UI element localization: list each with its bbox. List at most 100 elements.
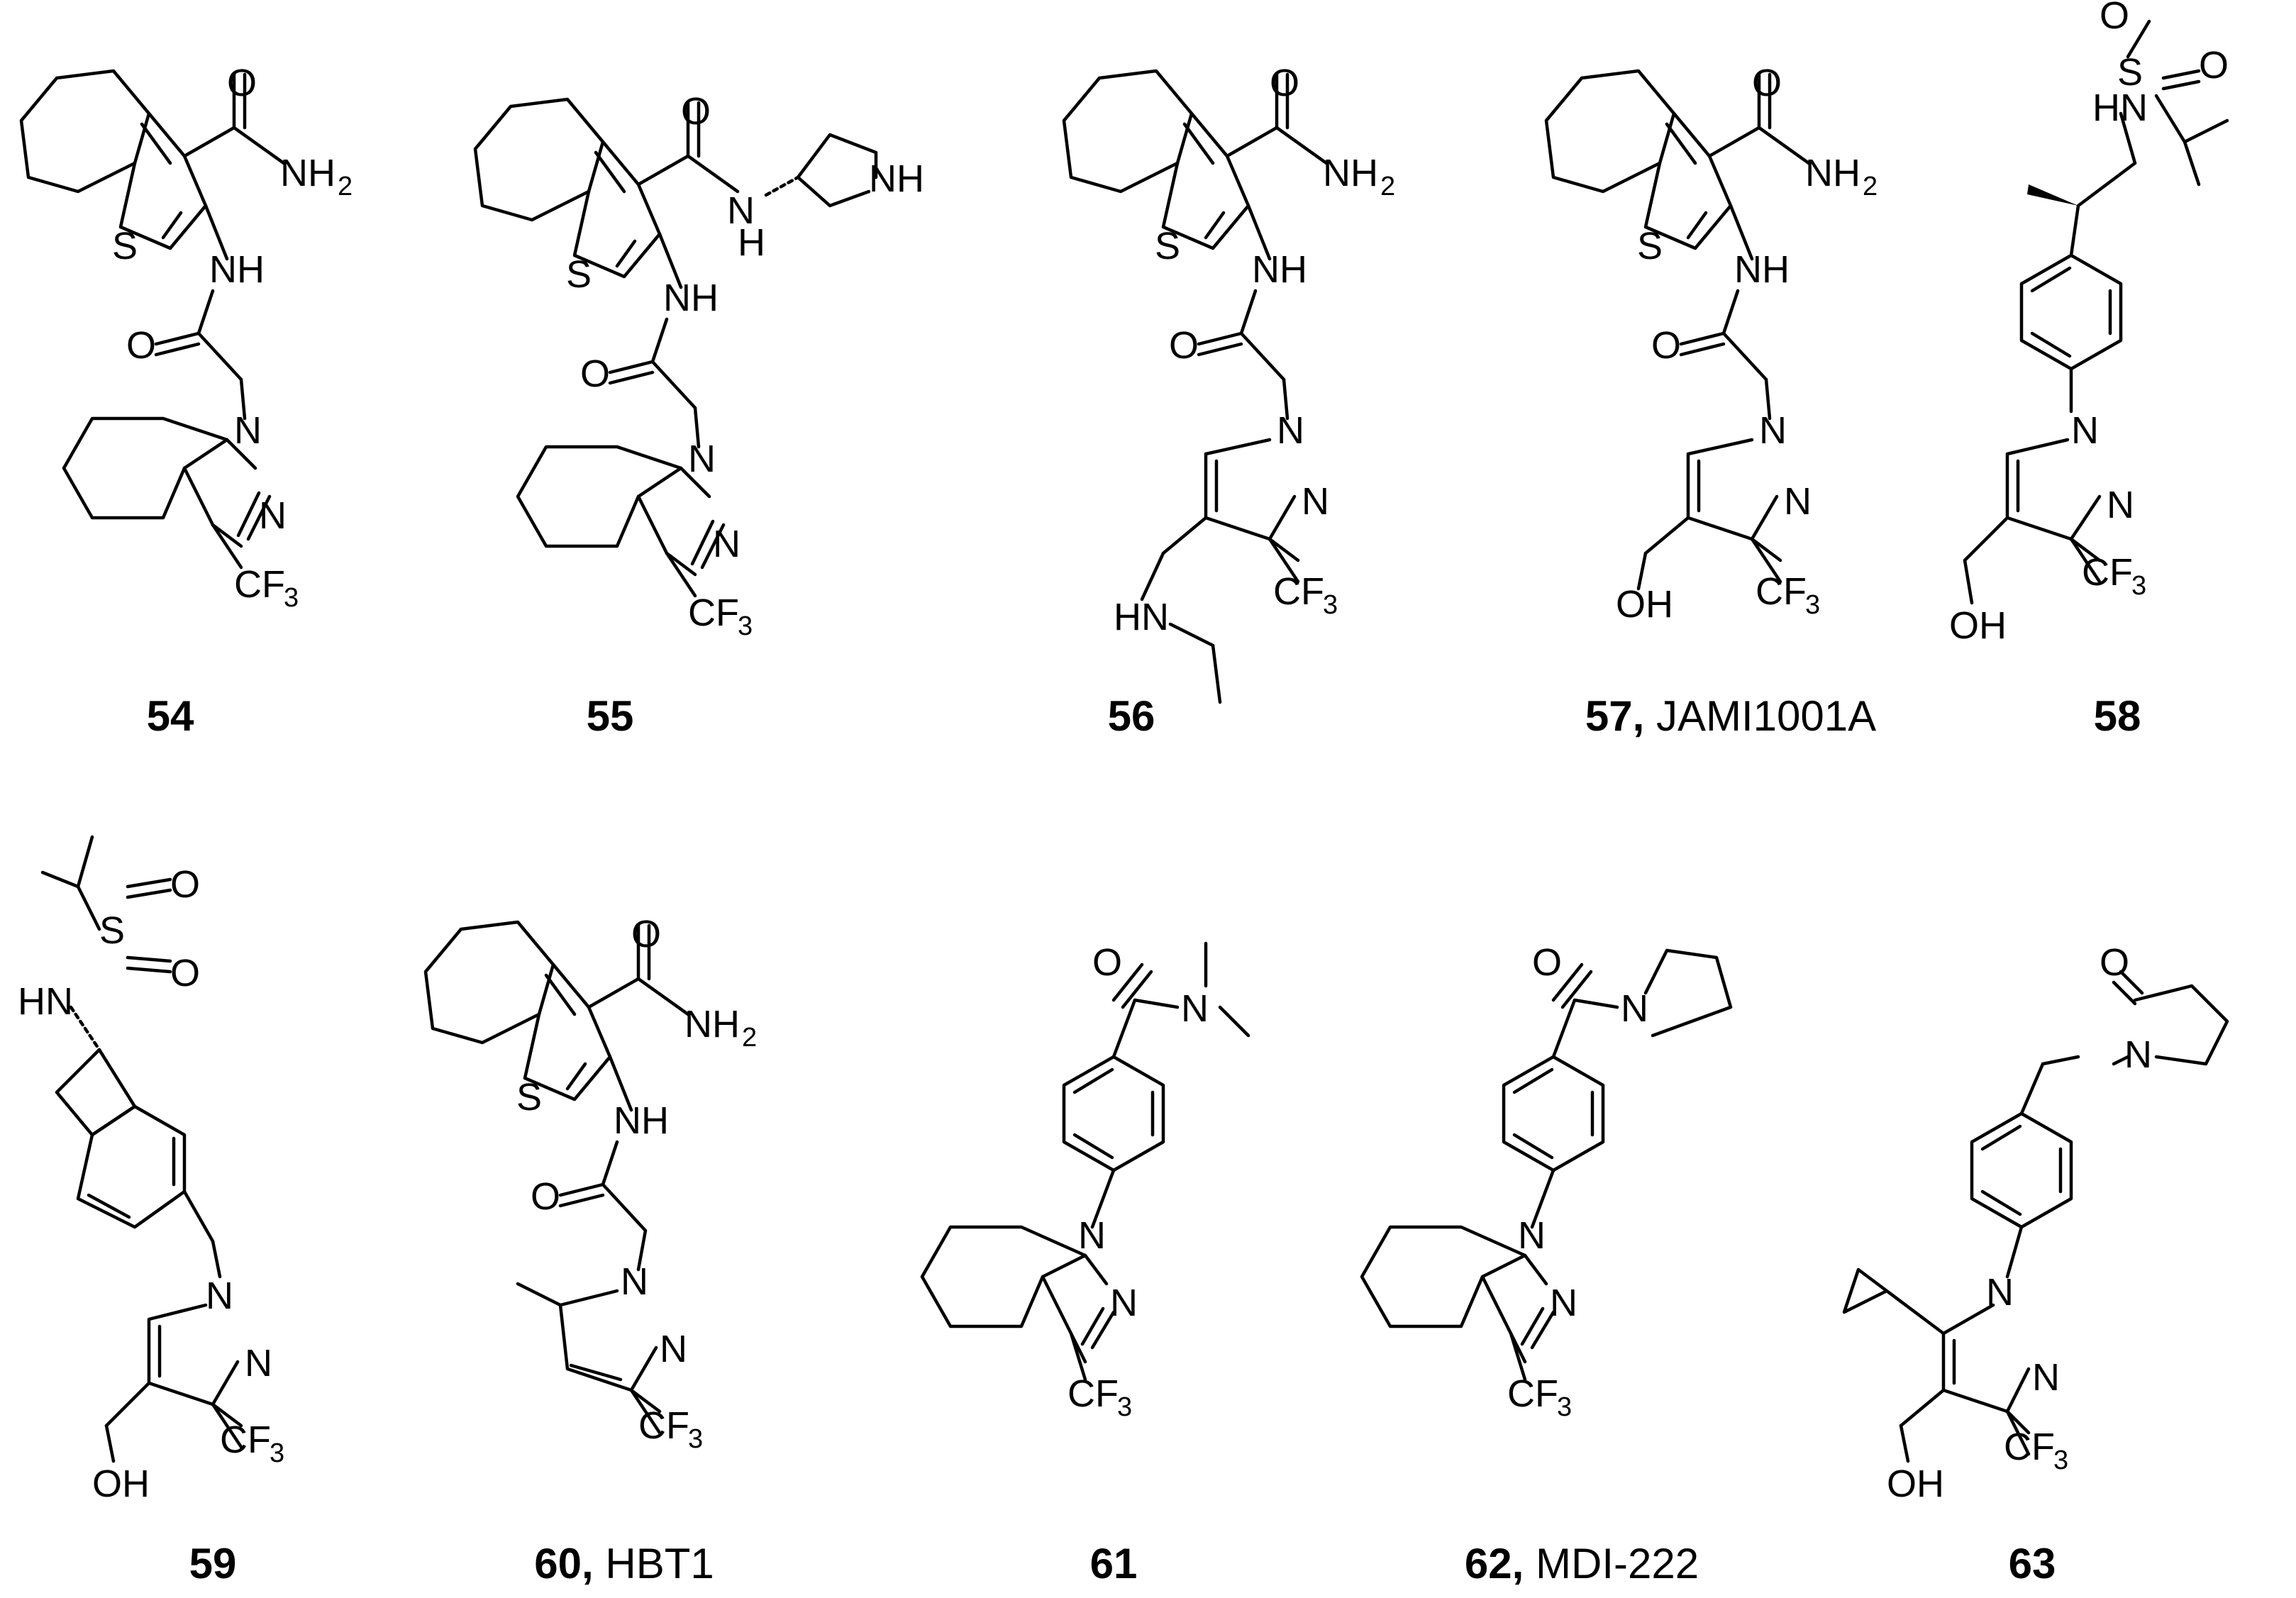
svg-text:O: O — [1752, 62, 1782, 104]
structure-54: O NH 2 S NH O N N CF 3 — [19, 62, 353, 613]
svg-text:N: N — [2071, 409, 2099, 452]
svg-text:N: N — [1784, 480, 1812, 523]
svg-text:OH: OH — [1949, 604, 2007, 647]
svg-text:N: N — [234, 409, 262, 452]
svg-text:2: 2 — [338, 172, 353, 201]
structure-62: O N N N CF 3 — [1360, 941, 1733, 1422]
svg-text:N: N — [1621, 987, 1648, 1030]
compound-label-55: 55 — [586, 692, 634, 740]
svg-text:CF: CF — [234, 563, 285, 606]
svg-text:N: N — [2032, 1356, 2060, 1399]
structure-57: O NH 2 S NH O N N CF 3 OH — [1544, 62, 1878, 626]
svg-text:N: N — [713, 523, 741, 565]
svg-text:S: S — [1637, 225, 1663, 267]
svg-text:3: 3 — [270, 1438, 284, 1468]
structure-63: O N N N CF 3 OH — [1842, 941, 2229, 1505]
structure-58: S O O HN N N CF 3 OH — [1949, 0, 2229, 647]
svg-text:N: N — [1277, 409, 1304, 452]
svg-text:O: O — [126, 324, 156, 367]
structure-61: O N N N CF 3 — [920, 941, 1250, 1422]
svg-text:3: 3 — [1805, 590, 1820, 620]
svg-text:N: N — [245, 1342, 272, 1385]
svg-text:O: O — [631, 913, 661, 955]
svg-text:N: N — [688, 438, 716, 480]
compound-label-58: 58 — [2093, 692, 2141, 740]
svg-text:CF: CF — [1756, 570, 1807, 613]
svg-text:N: N — [259, 494, 287, 537]
svg-text:N: N — [1078, 1214, 1106, 1257]
svg-text:NH: NH — [280, 152, 335, 194]
svg-text:3: 3 — [688, 1424, 703, 1454]
svg-text:O: O — [2199, 44, 2229, 87]
svg-text:S: S — [516, 1076, 542, 1119]
svg-text:3: 3 — [1557, 1392, 1572, 1422]
svg-text:S: S — [566, 253, 592, 296]
svg-text:N: N — [1518, 1214, 1546, 1257]
svg-text:O: O — [1169, 324, 1199, 367]
compound-label-63: 63 — [2008, 1540, 2056, 1587]
svg-text:NH: NH — [614, 1099, 669, 1142]
svg-text:O: O — [1532, 941, 1562, 984]
svg-text:O: O — [170, 863, 200, 906]
svg-text:NH: NH — [1323, 152, 1378, 194]
svg-text:O: O — [2100, 0, 2129, 37]
svg-text:N: N — [1181, 987, 1209, 1030]
svg-text:O: O — [531, 1175, 560, 1218]
structure-55: O N H NH S NH O N N CF 3 — [473, 90, 924, 641]
svg-text:S: S — [99, 909, 125, 952]
svg-text:O: O — [170, 952, 200, 994]
svg-text:2: 2 — [1863, 172, 1878, 201]
svg-text:3: 3 — [284, 583, 299, 613]
structure-56: O NH 2 S NH O N N CF 3 HN — [1062, 62, 1395, 704]
svg-text:3: 3 — [1117, 1392, 1132, 1422]
compound-label-61: 61 — [1089, 1540, 1138, 1587]
svg-text:H: H — [738, 221, 765, 264]
svg-text:O: O — [1092, 941, 1122, 984]
svg-text:CF: CF — [1507, 1372, 1558, 1415]
svg-text:NH: NH — [684, 1003, 740, 1045]
svg-text:CF: CF — [1273, 570, 1324, 613]
svg-text:S: S — [1155, 225, 1180, 267]
svg-text:OH: OH — [1616, 583, 1673, 626]
svg-text:NH: NH — [663, 277, 719, 319]
svg-text:NH: NH — [209, 248, 265, 291]
svg-text:N: N — [621, 1260, 648, 1303]
structure-60: O NH 2 S NH O N N CF 3 — [423, 913, 757, 1454]
svg-text:N: N — [1986, 1271, 2014, 1314]
svg-text:O: O — [1651, 324, 1681, 367]
svg-text:CF: CF — [220, 1419, 271, 1461]
svg-text:S: S — [112, 225, 138, 267]
svg-text:N: N — [1550, 1282, 1577, 1324]
compound-label-62: 62, MDI-222 — [1464, 1540, 1699, 1587]
svg-text:N: N — [1110, 1282, 1138, 1324]
svg-text:OH: OH — [1887, 1463, 1944, 1505]
svg-text:3: 3 — [2053, 1446, 2068, 1475]
svg-text:2: 2 — [742, 1023, 757, 1053]
compound-label-60: 60, HBT1 — [534, 1540, 714, 1587]
svg-text:3: 3 — [2131, 571, 2146, 601]
svg-text:N: N — [1759, 409, 1787, 452]
svg-text:CF: CF — [688, 592, 739, 634]
svg-text:CF: CF — [2004, 1426, 2055, 1468]
svg-text:S: S — [2117, 51, 2143, 94]
svg-text:CF: CF — [638, 1404, 689, 1447]
svg-text:NH: NH — [1805, 152, 1860, 194]
compound-label-57: 57, JAMI1001A — [1585, 692, 1877, 740]
svg-text:N: N — [206, 1275, 233, 1317]
svg-text:NH: NH — [1252, 248, 1307, 291]
compound-label-54: 54 — [146, 692, 194, 740]
svg-text:CF: CF — [1067, 1372, 1119, 1415]
compound-label-59: 59 — [189, 1540, 237, 1587]
svg-text:NH: NH — [1734, 248, 1790, 291]
svg-text:O: O — [227, 62, 257, 104]
svg-text:HN: HN — [18, 980, 73, 1023]
svg-text:HN: HN — [2092, 87, 2148, 129]
svg-text:O: O — [580, 353, 610, 395]
svg-text:N: N — [2124, 1033, 2152, 1076]
svg-text:CF: CF — [2082, 551, 2133, 594]
svg-text:N: N — [727, 189, 755, 232]
svg-text:OH: OH — [92, 1463, 150, 1505]
svg-text:O: O — [681, 90, 711, 133]
structure-59: S O O HN N N CF 3 OH — [18, 835, 284, 1505]
